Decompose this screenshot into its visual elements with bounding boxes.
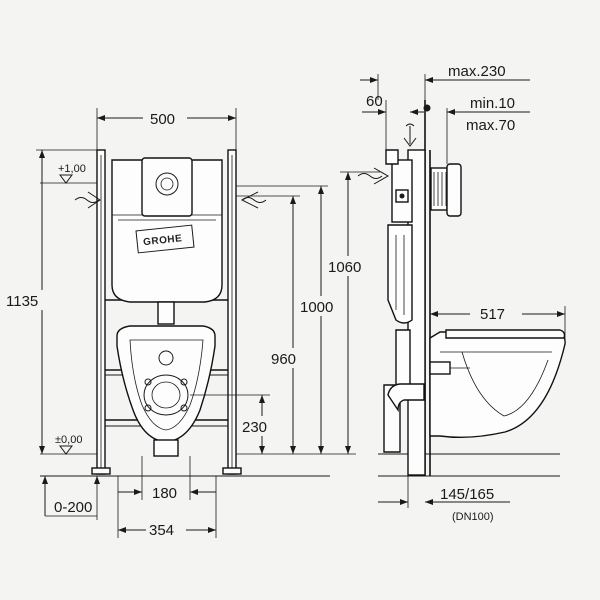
dim-height-1000: 1000 <box>300 299 333 316</box>
brand-badge <box>135 224 195 254</box>
toilet-seat <box>445 329 566 339</box>
dim-height-1135: 1135 <box>6 293 38 310</box>
flush-button-icon <box>155 172 179 196</box>
level-top: +1,00 <box>58 163 86 175</box>
cistern-body <box>111 159 223 303</box>
dim-pipe-size: (DN100) <box>452 511 494 523</box>
dim-floor-adjust: 0-200 <box>54 499 92 516</box>
dim-bowl-length: 517 <box>480 306 505 323</box>
dim-height-1060: 1060 <box>328 259 361 276</box>
brand-label: GROHE <box>143 233 183 248</box>
dim-width-354: 354 <box>149 522 174 539</box>
frame-right-foot <box>222 467 242 475</box>
toilet-bowl-side <box>429 331 566 439</box>
drain-outlet-icon <box>143 374 189 416</box>
level-mark-floor-icon <box>59 445 73 455</box>
frame-left-foot <box>91 467 111 475</box>
dim-offset-min: min.10 <box>470 95 515 112</box>
front-view: GROHE 500 +1,00 ±0,00 <box>6 108 380 539</box>
side-flush-plate <box>430 167 448 211</box>
dim-height-230: 230 <box>242 419 267 436</box>
dim-outlet-range: 145/165 <box>440 486 494 503</box>
level-floor: ±0,00 <box>55 434 82 446</box>
side-view: max.230 60 min.10 max.70 517 145/165 (DN… <box>357 63 566 523</box>
dim-height-960: 960 <box>271 351 296 368</box>
dim-width-180: 180 <box>152 485 177 502</box>
dim-depth-max: max.230 <box>448 63 506 80</box>
level-mark-top-icon <box>59 174 73 184</box>
toilet-bowl-front <box>116 325 216 443</box>
flush-plate <box>141 157 193 217</box>
dim-width-500: 500 <box>150 111 175 128</box>
dim-offset-max: max.70 <box>466 117 515 134</box>
dim-depth-60: 60 <box>366 93 383 110</box>
